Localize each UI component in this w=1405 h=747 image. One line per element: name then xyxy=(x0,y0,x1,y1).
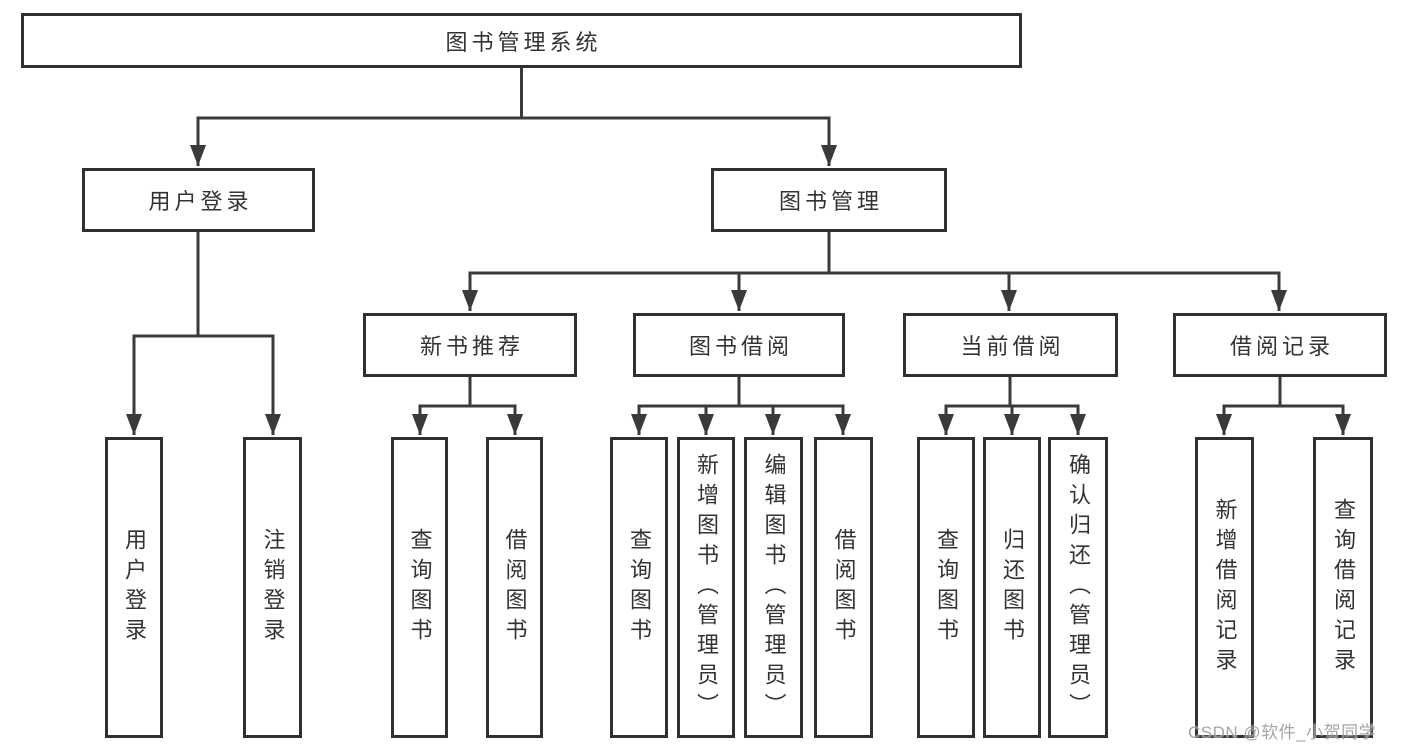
leaf-borrow-books-label: 借阅图书 xyxy=(831,527,857,648)
leaf-return-books: 归还图书 xyxy=(983,437,1041,738)
leaf-user-login: 用户登录 xyxy=(105,437,163,738)
node-library-system-label: 图书管理系统 xyxy=(445,29,602,55)
node-library-system: 图书管理系统 xyxy=(21,13,1022,68)
leaf-borrow-books-recommend-label: 借阅图书 xyxy=(502,527,528,648)
leaf-query-borrow-record: 查询借阅记录 xyxy=(1313,437,1373,738)
leaf-return-books-label: 归还图书 xyxy=(1000,527,1025,648)
node-new-book-recommend-label: 新书推荐 xyxy=(419,334,524,359)
leaf-add-borrow-record-label: 新增借阅记录 xyxy=(1212,497,1238,678)
leaf-edit-book-admin: 编辑图书（管理员） xyxy=(744,437,803,738)
node-user-login-label: 用户登录 xyxy=(148,189,253,214)
leaf-edit-book-admin-label: 编辑图书（管理员） xyxy=(761,452,787,723)
node-user-login: 用户登录 xyxy=(82,168,315,232)
node-book-borrowing-label: 图书借阅 xyxy=(688,334,793,359)
node-book-management-label: 图书管理 xyxy=(778,189,883,214)
node-current-borrowing: 当前借阅 xyxy=(903,313,1118,377)
leaf-add-borrow-record: 新增借阅记录 xyxy=(1195,437,1254,738)
leaf-add-book-admin: 新增图书（管理员） xyxy=(677,437,735,738)
watermark: CSDN @软件_小贺同学 xyxy=(1188,723,1377,742)
node-book-borrowing: 图书借阅 xyxy=(633,313,845,377)
leaf-confirm-return-admin-label: 确认归还（管理员） xyxy=(1066,452,1091,723)
leaf-confirm-return-admin: 确认归还（管理员） xyxy=(1048,437,1108,738)
leaf-borrow-books-recommend: 借阅图书 xyxy=(486,437,543,738)
leaf-add-book-admin-label: 新增图书（管理员） xyxy=(694,452,719,723)
leaf-logout-label: 注销登录 xyxy=(260,527,286,648)
leaf-query-books-recommend-label: 查询图书 xyxy=(407,527,433,648)
node-current-borrowing-label: 当前借阅 xyxy=(960,334,1065,359)
leaf-logout: 注销登录 xyxy=(243,437,302,738)
leaf-query-books-current-label: 查询图书 xyxy=(934,527,959,648)
leaf-query-books-recommend: 查询图书 xyxy=(391,437,448,738)
node-borrow-records-label: 借阅记录 xyxy=(1229,334,1334,359)
leaf-user-login-label: 用户登录 xyxy=(122,527,147,648)
leaf-query-books-current: 查询图书 xyxy=(917,437,975,738)
node-book-management: 图书管理 xyxy=(711,168,947,232)
leaf-query-borrow-record-label: 查询借阅记录 xyxy=(1331,497,1356,678)
leaf-query-books-borrowing-label: 查询图书 xyxy=(627,527,652,648)
node-borrow-records: 借阅记录 xyxy=(1173,313,1387,377)
leaf-borrow-books: 借阅图书 xyxy=(814,437,873,738)
leaf-query-books-borrowing: 查询图书 xyxy=(610,437,668,738)
node-new-book-recommend: 新书推荐 xyxy=(363,313,577,377)
